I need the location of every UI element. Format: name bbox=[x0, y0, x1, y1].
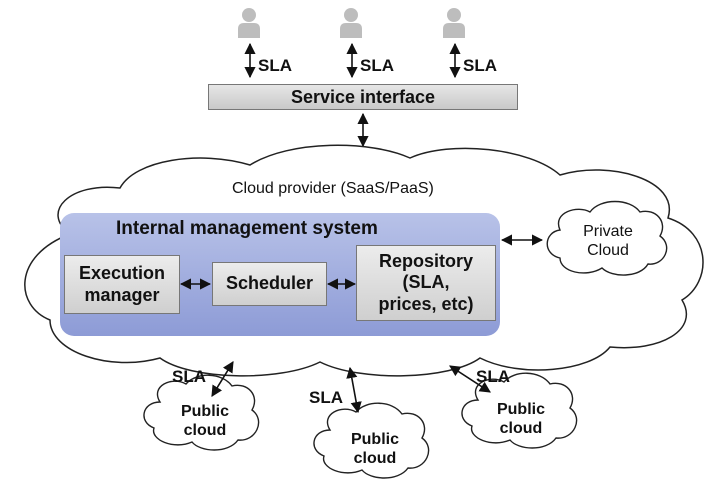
user-icon-2 bbox=[340, 8, 362, 38]
ims-title: Internal management system bbox=[116, 218, 378, 239]
sla-arrow-public-1 bbox=[211, 361, 234, 397]
user-sla-label-3: SLA bbox=[463, 56, 497, 75]
private-cloud-label: Private Cloud bbox=[566, 222, 650, 260]
public-cloud-1-line2: cloud bbox=[183, 422, 227, 440]
user-sla-label-1: SLA bbox=[258, 56, 292, 75]
private-cloud-line2: Cloud bbox=[587, 242, 629, 260]
public-cloud-1-line1: Public bbox=[180, 403, 229, 420]
user-sla-label-2: SLA bbox=[360, 56, 394, 75]
private-cloud-line1: Private bbox=[583, 223, 633, 240]
sla-arrow-public-2 bbox=[346, 366, 362, 414]
public-cloud-label-3: Public cloud bbox=[478, 400, 564, 438]
service-interface-label: Service interface bbox=[290, 86, 436, 107]
service-interface-box: Service interface bbox=[208, 84, 518, 110]
public-sla-label-2: SLA bbox=[309, 388, 343, 407]
public-sla-label-1: SLA bbox=[172, 367, 206, 386]
repository-line2: (SLA, bbox=[402, 272, 450, 293]
repository-line1: Repository bbox=[378, 250, 473, 271]
public-cloud-3-line2: cloud bbox=[499, 420, 543, 438]
public-cloud-3-line1: Public bbox=[496, 401, 545, 418]
private-cloud-shape bbox=[546, 200, 668, 276]
scheduler-label: Scheduler bbox=[225, 273, 314, 294]
public-cloud-2-line2: cloud bbox=[353, 450, 397, 468]
public-cloud-label-2: Public cloud bbox=[332, 430, 418, 468]
execution-manager-line1: Execution bbox=[78, 262, 166, 283]
execution-manager-line2: manager bbox=[84, 284, 160, 305]
execution-manager-box: Execution manager bbox=[64, 255, 180, 314]
user-icon-3 bbox=[443, 8, 465, 38]
public-sla-label-3: SLA bbox=[476, 367, 510, 386]
user-icon-1 bbox=[238, 8, 260, 38]
sla-arrow-public-3 bbox=[449, 365, 491, 393]
repository-line3: prices, etc) bbox=[378, 293, 474, 314]
scheduler-box: Scheduler bbox=[212, 262, 327, 306]
cloud-provider-label: Cloud provider (SaaS/PaaS) bbox=[232, 180, 434, 197]
public-cloud-2-line1: Public bbox=[350, 431, 399, 448]
public-cloud-label-1: Public cloud bbox=[162, 402, 248, 440]
repository-box: Repository (SLA, prices, etc) bbox=[356, 245, 496, 321]
